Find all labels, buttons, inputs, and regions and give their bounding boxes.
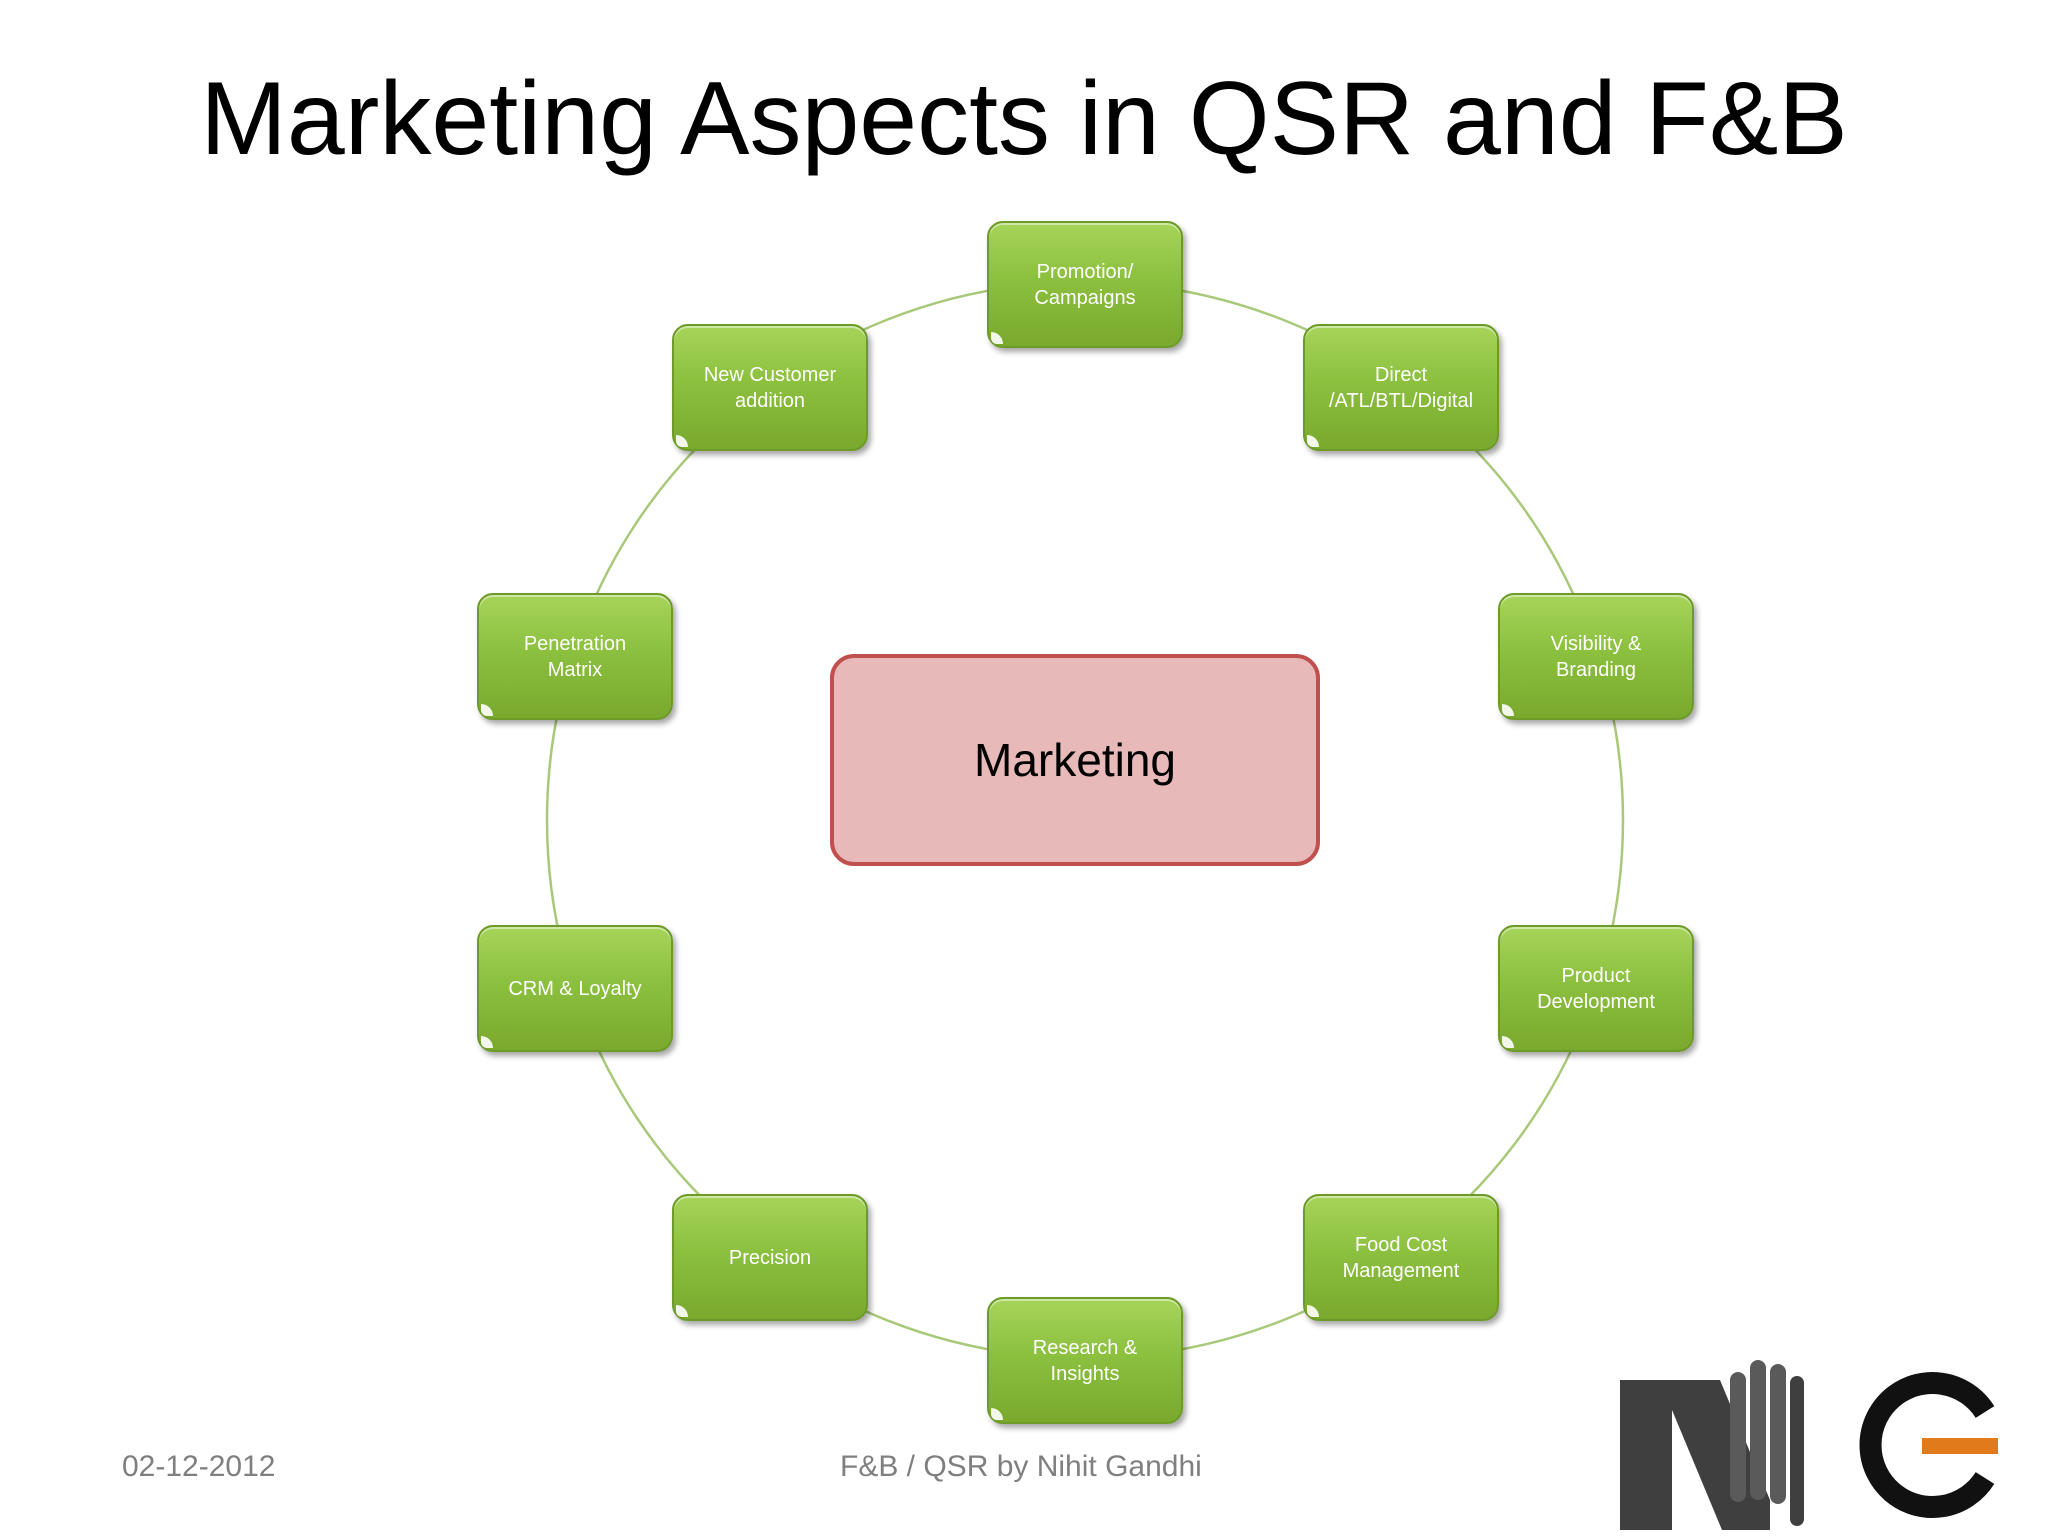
center-label: Marketing [974, 734, 1176, 786]
node-label: Precision [728, 1246, 812, 1269]
node-label: New Customer addition [703, 363, 837, 412]
logo-n-left-stem [1620, 1380, 1672, 1530]
node-label: Food Cost Management [1342, 1233, 1460, 1282]
node-label: Research & Insights [1032, 1336, 1138, 1385]
node-label: Visibility & Branding [1550, 632, 1642, 681]
corner-curl [676, 435, 688, 447]
logo-finger-1 [1730, 1372, 1746, 1502]
footer-center: F&B / QSR by Nihit Gandhi [840, 1450, 1202, 1483]
node-promotion-campaigns: Promotion/ Campaigns [987, 221, 1183, 348]
logo-c-arc [1859, 1372, 1995, 1518]
node-precision: Precision [672, 1194, 868, 1321]
corner-curl [676, 1305, 688, 1317]
node-research-insights: Research & Insights [987, 1297, 1183, 1424]
node-food-cost-management: Food Cost Management [1303, 1194, 1499, 1321]
node-label: Product Development [1537, 964, 1655, 1013]
corner-curl [991, 1408, 1003, 1420]
logo-n-right-stem [1790, 1376, 1804, 1526]
logo-finger-3 [1770, 1364, 1786, 1504]
nc-logo-icon [1620, 1360, 1998, 1530]
corner-curl [481, 704, 493, 716]
corner-curl [1502, 1036, 1514, 1048]
node-label: Penetration Matrix [523, 632, 627, 681]
node-crm-loyalty: CRM & Loyalty [477, 925, 673, 1052]
footer-date: 02-12-2012 [122, 1450, 276, 1483]
node-label: Direct /ATL/BTL/Digital [1328, 363, 1474, 412]
center-marketing-box: Marketing [830, 654, 1320, 866]
node-label: Promotion/ Campaigns [1034, 260, 1136, 309]
corner-curl [481, 1036, 493, 1048]
corner-curl [1307, 435, 1319, 447]
node-product-development: Product Development [1498, 925, 1694, 1052]
node-direct-atl-btl-digital: Direct /ATL/BTL/Digital [1303, 324, 1499, 451]
corner-curl [1307, 1305, 1319, 1317]
node-new-customer-addition: New Customer addition [672, 324, 868, 451]
corner-curl [1502, 704, 1514, 716]
corner-curl [991, 332, 1003, 344]
node-label: CRM & Loyalty [508, 977, 642, 1000]
slide-title: Marketing Aspects in QSR and F&B [200, 61, 1848, 177]
node-visibility-branding: Visibility & Branding [1498, 593, 1694, 720]
node-penetration-matrix: Penetration Matrix [477, 593, 673, 720]
logo-accent-bar [1922, 1438, 1998, 1454]
logo-finger-2 [1750, 1360, 1766, 1500]
